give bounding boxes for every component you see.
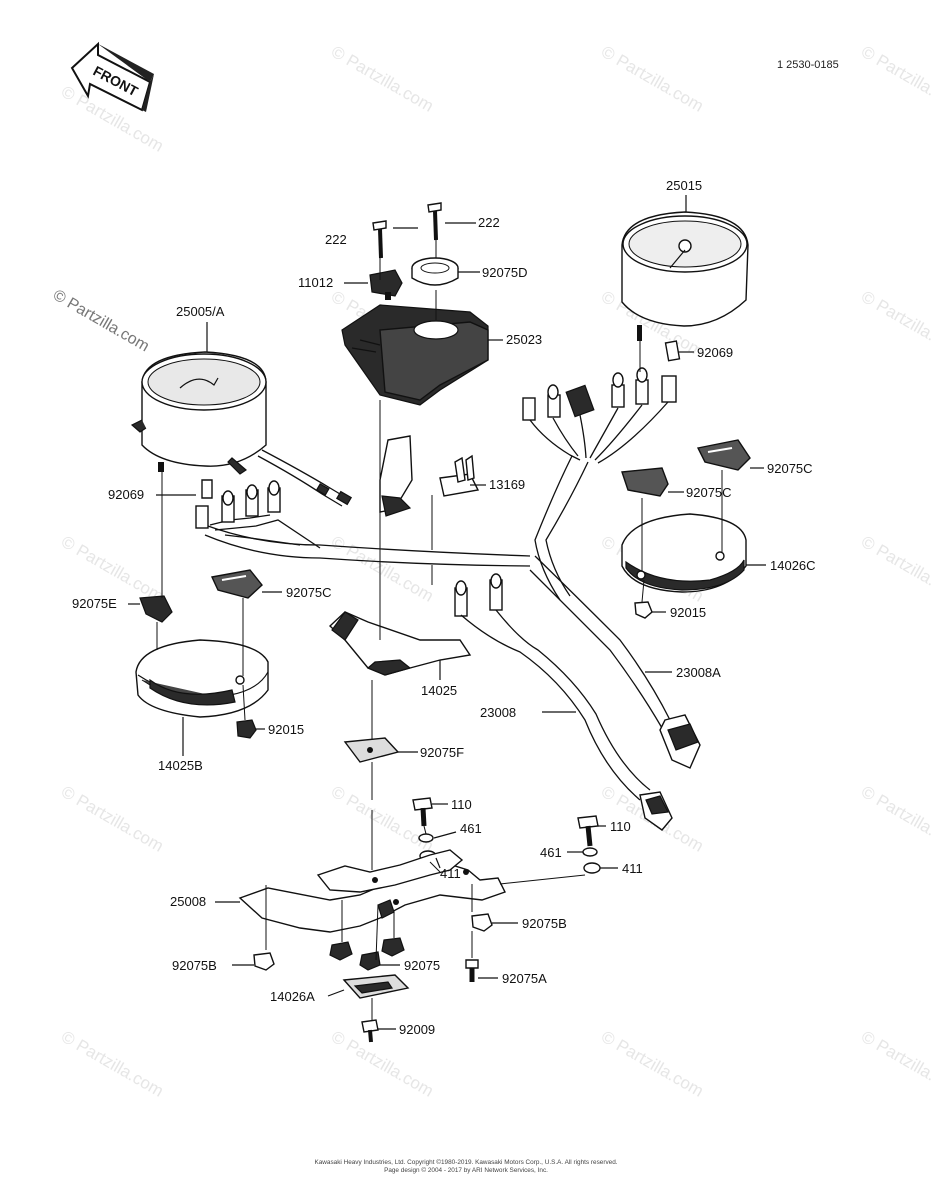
label-92069-left: 92069 xyxy=(108,487,144,502)
label-92075F: 92075F xyxy=(420,745,464,760)
screw-92009 xyxy=(361,1019,379,1043)
label-14025: 14025 xyxy=(421,683,457,698)
watermark: © Partzilla.com xyxy=(858,532,931,606)
grommet-92075B-left xyxy=(253,952,275,971)
screw-222-right xyxy=(427,202,442,241)
label-110-right: 110 xyxy=(610,819,631,834)
socket-92069-right xyxy=(664,340,681,362)
label-92075E: 92075E xyxy=(72,596,117,611)
part-labels: 222 222 11012 92075D 25023 25015 92069 2… xyxy=(72,178,816,1037)
bolt-92075A xyxy=(465,959,479,982)
bracket-25008 xyxy=(238,849,506,933)
label-411-left: 411 xyxy=(440,866,461,881)
watermark: © Partzilla.com xyxy=(328,1027,437,1101)
label-92075: 92075 xyxy=(404,958,440,973)
watermark: © Partzilla.com xyxy=(328,782,437,856)
label-92075C-right-bottom: 92075C xyxy=(686,485,732,500)
meter-cup-14025B xyxy=(135,639,269,718)
meter-cup-14026C xyxy=(621,513,747,593)
label-23008A: 23008A xyxy=(676,665,721,680)
watermark: © Partzilla.com xyxy=(598,1027,707,1101)
label-92075B-left: 92075B xyxy=(172,958,217,973)
label-92075C-right-top: 92075C xyxy=(767,461,813,476)
label-92009: 92009 xyxy=(399,1022,435,1037)
label-92069-right: 92069 xyxy=(697,345,733,360)
label-92075C-left: 92075C xyxy=(286,585,332,600)
label-11012: 11012 xyxy=(298,275,333,290)
leader-lines xyxy=(128,195,766,1030)
watermark-large: © Partzilla.com xyxy=(50,287,152,356)
label-23008: 23008 xyxy=(480,705,516,720)
label-92075B-right: 92075B xyxy=(522,916,567,931)
watermark: © Partzilla.com xyxy=(858,1027,931,1101)
bracket-13169 xyxy=(379,435,480,517)
plate-14026A xyxy=(342,974,410,999)
label-25015: 25015 xyxy=(666,178,702,193)
label-25008: 25008 xyxy=(170,894,206,909)
washer-461-left xyxy=(418,833,434,843)
label-461-right: 461 xyxy=(540,845,562,860)
label-222-left: 222 xyxy=(325,232,347,247)
right-meter-wiring xyxy=(522,367,677,601)
label-25023: 25023 xyxy=(506,332,542,347)
watermark: © Partzilla.com xyxy=(58,1027,167,1101)
label-13169: 13169 xyxy=(489,477,525,492)
washer-461-right xyxy=(582,847,598,857)
tachometer-assembly xyxy=(621,211,749,341)
watermark: © Partzilla.com xyxy=(328,532,437,606)
screw-222-left xyxy=(372,220,387,259)
grommet-92075B-right xyxy=(471,913,493,932)
bracket-14025 xyxy=(328,611,472,676)
label-92075A: 92075A xyxy=(502,971,547,986)
nut-92015-right xyxy=(634,601,653,619)
footer-line-1: Kawasaki Heavy Industries, Ltd. Copyrigh… xyxy=(314,1158,617,1166)
watermark: © Partzilla.com xyxy=(858,42,931,116)
damper-92075C-right-top xyxy=(696,439,751,471)
label-14026A: 14026A xyxy=(270,989,315,1004)
harness-23008 xyxy=(454,573,673,831)
indicator-light-housing xyxy=(341,304,489,406)
grommet-92075D xyxy=(411,257,459,286)
socket-92069-left xyxy=(201,479,213,499)
damper-92075F xyxy=(343,737,400,763)
footer: Kawasaki Heavy Industries, Ltd. Copyrigh… xyxy=(314,1158,617,1174)
diagram-code: 1 2530-0185 xyxy=(777,59,839,71)
label-222-right: 222 xyxy=(478,215,500,230)
nut-92015-left xyxy=(236,719,257,739)
watermark: © Partzilla.com xyxy=(598,42,707,116)
watermark: © Partzilla.com xyxy=(58,532,167,606)
label-14025B: 14025B xyxy=(158,758,203,773)
speedometer-assembly xyxy=(130,351,267,475)
label-25005-A: 25005/A xyxy=(176,304,225,319)
bolt-110-right xyxy=(577,815,599,847)
label-14026C: 14026C xyxy=(770,558,816,573)
label-92075D: 92075D xyxy=(482,265,528,280)
damper-92075E xyxy=(139,595,173,623)
bolt-110-left xyxy=(412,797,433,827)
label-110-left: 110 xyxy=(451,797,472,812)
label-411-right: 411 xyxy=(622,861,643,876)
watermark: © Partzilla.com xyxy=(858,782,931,856)
damper-92075C-left xyxy=(210,569,263,599)
footer-line-2: Page design © 2004 - 2017 by ARI Network… xyxy=(384,1166,548,1174)
harness-23008A xyxy=(529,555,701,769)
label-92015-left: 92015 xyxy=(268,722,304,737)
label-92015-right: 92015 xyxy=(670,605,706,620)
cap-11012 xyxy=(369,269,403,300)
watermark: © Partzilla.com xyxy=(858,287,931,361)
damper-92075C-right-bottom xyxy=(621,467,669,497)
watermark: © Partzilla.com xyxy=(328,42,437,116)
watermark: © Partzilla.com xyxy=(58,782,167,856)
label-461-left: 461 xyxy=(460,821,482,836)
center-lines xyxy=(156,240,723,1020)
washer-411-right xyxy=(583,862,601,874)
